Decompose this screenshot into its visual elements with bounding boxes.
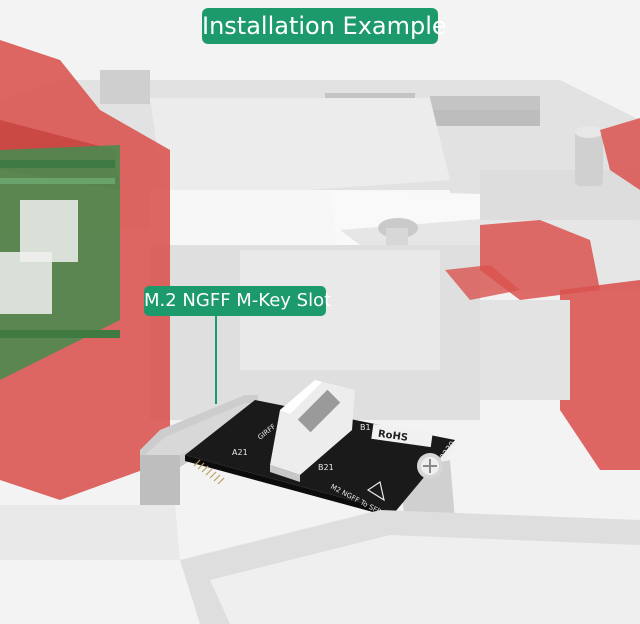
- board-mark-a21: A21: [232, 448, 248, 457]
- board-mark-b1: B1: [360, 423, 371, 432]
- rohs-mark: RoHS: [377, 429, 408, 444]
- m2-slot-callout: M.2 NGFF M-Key Slot: [144, 286, 331, 316]
- callout-leader-line: [215, 316, 217, 404]
- title-badge: Installation Example: [202, 8, 447, 44]
- board-mark-b21: B21: [318, 463, 334, 472]
- warning-icon: [366, 481, 385, 502]
